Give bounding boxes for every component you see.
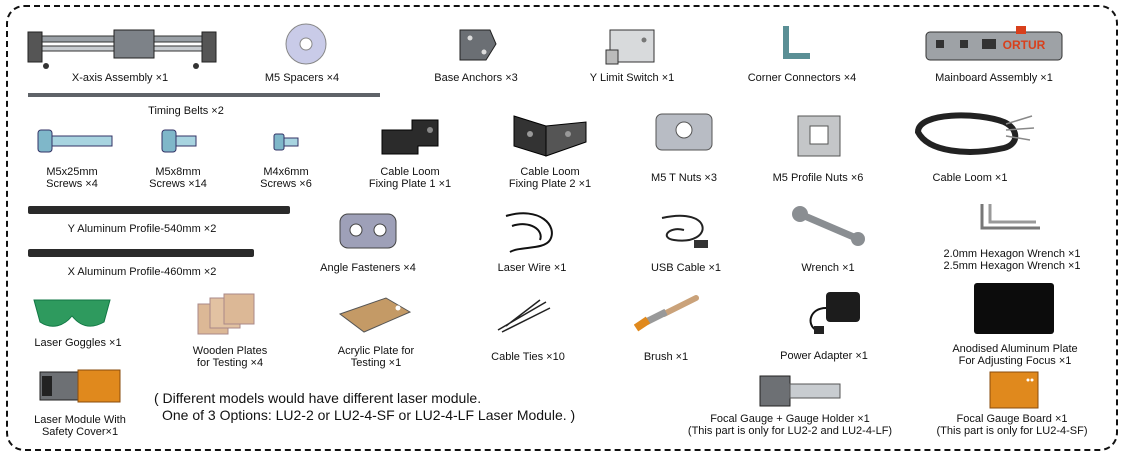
power-adapter-label: Power Adapter ×1 xyxy=(780,350,868,362)
cable-loom-plate1-image xyxy=(381,119,439,155)
wrench-label: Wrench ×1 xyxy=(801,262,855,274)
cable-loom-plate1-line1: Cable Loom xyxy=(380,166,440,178)
m4x6-line1: M4x6mm xyxy=(263,166,309,178)
brush-label: Brush ×1 xyxy=(643,351,689,363)
laser-module-line2: Safety Cover×1 xyxy=(41,426,119,438)
focal-gauge-line2: (This part is only for LU2-2 and LU2-4-L… xyxy=(687,425,893,437)
base-anchors-label: Base Anchors ×3 xyxy=(434,72,518,84)
x-axis-assembly-image xyxy=(27,29,217,69)
focal-gauge-board-line2: (This part is only for LU2-4-SF) xyxy=(936,425,1088,437)
cable-loom-plate2-line2: Fixing Plate 2 ×1 xyxy=(508,178,592,190)
focal-gauge-line1: Focal Gauge + Gauge Holder ×1 xyxy=(710,413,870,425)
cable-ties-label: Cable Ties ×10 xyxy=(491,351,565,363)
cable-ties-image xyxy=(497,299,551,333)
x-profile-label: X Aluminum Profile-460mm ×2 xyxy=(67,266,217,278)
acrylic-plate-line2: Testing ×1 xyxy=(350,357,402,369)
brush-image xyxy=(634,295,699,332)
y-profile-label: Y Aluminum Profile-540mm ×2 xyxy=(67,223,217,235)
m4x6-screw-image xyxy=(273,133,299,151)
mainboard-assembly-label: Mainboard Assembly ×1 xyxy=(935,72,1053,84)
m5-spacers-label: M5 Spacers ×4 xyxy=(264,72,340,84)
angle-fastener-image xyxy=(339,213,397,249)
cable-loom-image xyxy=(914,112,1035,155)
x-axis-assembly-label: X-axis Assembly ×1 xyxy=(71,72,169,84)
acrylic-plate-line1: Acrylic Plate for xyxy=(337,345,415,357)
m5x25-screw-image xyxy=(37,129,113,153)
cable-loom-plate2-image xyxy=(513,115,587,157)
laser-module-note: ( Different models would have different … xyxy=(154,390,575,424)
m5x8-screw-image xyxy=(161,129,197,153)
m4x6-line2: Screws ×6 xyxy=(260,178,312,190)
mainboard-image xyxy=(925,26,1063,61)
anodised-plate-line1: Anodised Aluminum Plate xyxy=(952,343,1078,355)
m5x25-line2: Screws ×4 xyxy=(46,178,98,190)
note-line1: ( Different models would have different … xyxy=(154,390,482,406)
laser-module-image xyxy=(39,369,121,403)
laser-module-line1: Laser Module With xyxy=(34,414,126,426)
m5-spacer-image xyxy=(285,23,327,65)
wrench-image xyxy=(792,206,865,246)
y-limit-switch-label: Y Limit Switch ×1 xyxy=(589,72,675,84)
m5x25-line1: M5x25mm xyxy=(46,166,98,178)
laser-wire-image xyxy=(505,212,553,253)
cable-loom-label: Cable Loom ×1 xyxy=(932,172,1008,184)
hex-wrench-line2: 2.5mm Hexagon Wrench ×1 xyxy=(943,260,1081,272)
m5x8-line1: M5x8mm xyxy=(155,166,201,178)
wooden-plates-line2: for Testing ×4 xyxy=(196,357,264,369)
cable-loom-plate1-line2: Fixing Plate 1 ×1 xyxy=(368,178,452,190)
timing-belts-label: Timing Belts ×2 xyxy=(148,105,224,117)
usb-cable-image xyxy=(661,214,708,248)
laser-wire-label: Laser Wire ×1 xyxy=(497,262,567,274)
m5x8-line2: Screws ×14 xyxy=(149,178,207,190)
wooden-plates-image xyxy=(197,293,255,335)
focal-gauge-board-image xyxy=(989,371,1039,409)
timing-belts-image xyxy=(28,93,380,97)
parts-frame xyxy=(6,5,1118,451)
y-limit-switch-image xyxy=(605,29,655,65)
wooden-plates-line1: Wooden Plates xyxy=(192,345,268,357)
x-profile-image xyxy=(28,249,254,257)
anodised-plate-line2: For Adjusting Focus ×1 xyxy=(958,355,1072,367)
t-nut-image xyxy=(655,113,713,151)
hex-wrench-line1: 2.0mm Hexagon Wrench ×1 xyxy=(943,248,1081,260)
hex-wrench-image xyxy=(980,204,1040,230)
note-line2: One of 3 Options: LU2-2 or LU2-4-SF or L… xyxy=(162,407,576,423)
angle-fasteners-label: Angle Fasteners ×4 xyxy=(320,262,416,274)
m5-t-nuts-label: M5 T Nuts ×3 xyxy=(651,172,717,184)
laser-goggles-image xyxy=(33,299,111,327)
m5-profile-nuts-label: M5 Profile Nuts ×6 xyxy=(772,172,864,184)
corner-connector-image xyxy=(783,26,810,59)
cable-loom-plate2-line1: Cable Loom xyxy=(520,166,580,178)
profile-nut-image xyxy=(797,115,841,157)
corner-connectors-label: Corner Connectors ×4 xyxy=(747,72,857,84)
laser-goggles-label: Laser Goggles ×1 xyxy=(34,337,122,349)
acrylic-plate-image xyxy=(338,297,412,333)
mainboard-brand: ORTUR xyxy=(1002,38,1046,52)
y-profile-image xyxy=(28,206,290,214)
base-anchor-image xyxy=(459,29,497,61)
focal-gauge-board-line1: Focal Gauge Board ×1 xyxy=(956,413,1068,425)
anodised-plate-image xyxy=(974,283,1054,334)
power-adapter-image xyxy=(809,292,860,334)
usb-cable-label: USB Cable ×1 xyxy=(650,262,722,274)
focal-gauge-image xyxy=(759,375,841,407)
